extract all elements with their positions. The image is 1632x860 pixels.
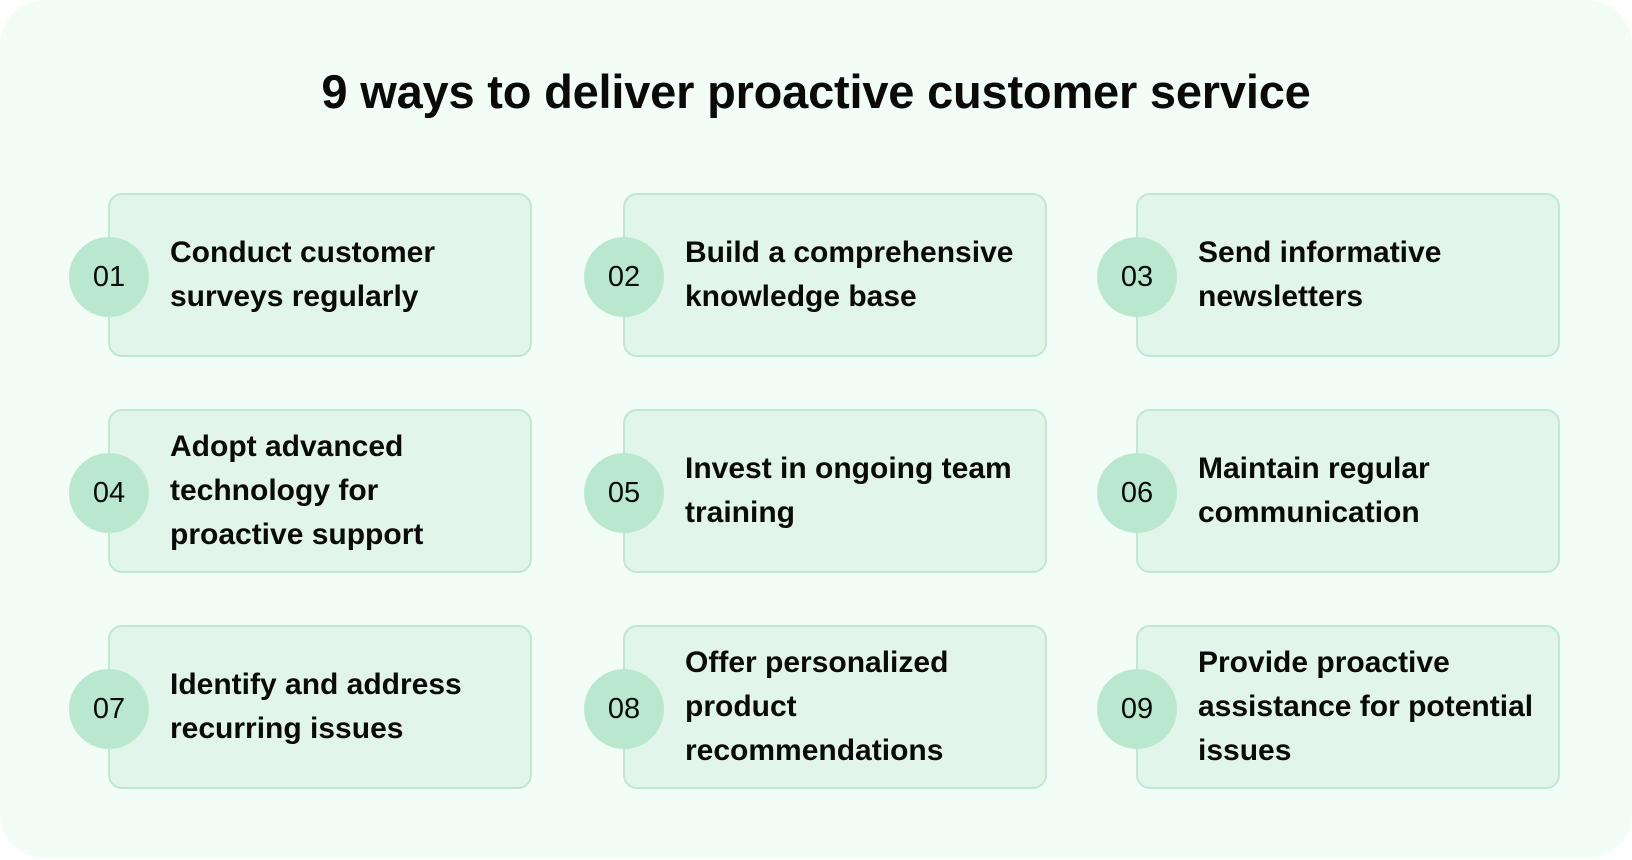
list-item: 01 Conduct customer surveys regularly — [69, 193, 532, 357]
step-number-badge: 03 — [1097, 237, 1177, 317]
page-title: 9 ways to deliver proactive customer ser… — [321, 65, 1311, 118]
step-label: Provide proactive assistance for potenti… — [1198, 646, 1534, 767]
list-item: 05 Invest in ongoing team training — [584, 409, 1047, 573]
step-number-badge: 05 — [584, 453, 664, 533]
list-item: 07 Identify and address recurring issues — [69, 625, 532, 789]
step-number-badge: 01 — [69, 237, 149, 317]
step-label: Conduct customer surveys regularly — [170, 236, 436, 313]
step-label: Identify and address recurring issues — [170, 668, 462, 745]
step-label: Maintain regular communication — [1198, 452, 1430, 529]
step-number-badge: 08 — [584, 669, 664, 749]
list-item: 03 Send informative newsletters — [1097, 193, 1560, 357]
list-item: 02 Build a comprehensive knowledge base — [584, 193, 1047, 357]
step-label: Offer personalized product recommendatio… — [685, 646, 949, 767]
step-label: Build a comprehensive knowledge base — [685, 236, 1014, 313]
step-label: Send informative newsletters — [1198, 236, 1442, 313]
step-label: Invest in ongoing team training — [685, 452, 1012, 529]
step-label: Adopt advanced technology for proactive … — [170, 430, 424, 551]
list-item: 09 Provide proactive assistance for pote… — [1097, 625, 1560, 789]
step-number-badge: 02 — [584, 237, 664, 317]
list-item: 04 Adopt advanced technology for proacti… — [69, 409, 532, 573]
step-number-badge: 06 — [1097, 453, 1177, 533]
step-number-badge: 09 — [1097, 669, 1177, 749]
list-item: 06 Maintain regular communication — [1097, 409, 1560, 573]
list-item: 08 Offer personalized product recommenda… — [584, 625, 1047, 789]
step-number-badge: 04 — [69, 453, 149, 533]
step-number-badge: 07 — [69, 669, 149, 749]
